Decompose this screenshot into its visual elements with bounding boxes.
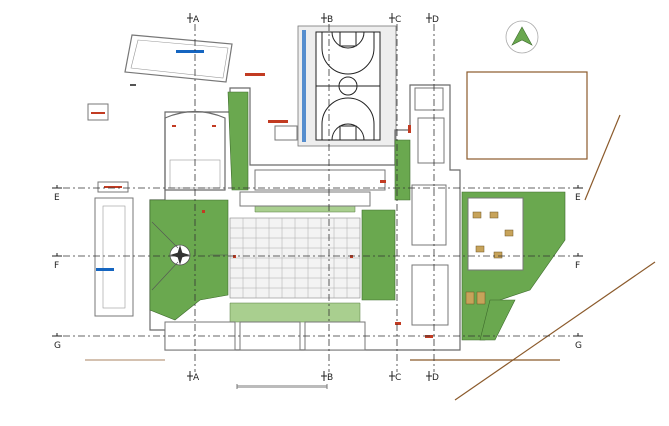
axis-markers-bottom: A B C D [187,371,439,383]
horizontal-grid-lines [63,187,572,337]
reserved-plot [466,71,588,160]
site-boundary [85,114,656,401]
axis-label-g-left: G [54,341,61,351]
east-wing [411,87,524,326]
axis-label-a-top: A [193,15,200,25]
axis-label-e-left: E [54,193,60,203]
axis-label-b-top: B [327,15,333,25]
axis-label-c-top: C [395,15,401,25]
fountain [151,221,228,291]
pool-area [94,181,134,317]
axis-markers-left: E F G [52,185,62,351]
central-plaza [229,217,361,299]
compass-rose-icon [505,20,539,54]
axis-label-g-right: G [575,341,582,351]
basketball-court [297,25,397,147]
axis-label-f-left: F [54,261,59,271]
axis-label-d-top: D [432,15,439,25]
axis-markers-top: A B C D [187,13,439,25]
axis-markers-right: E F G [573,185,583,351]
axis-label-f-right: F [575,261,580,271]
top-left-structure [87,34,265,121]
axis-label-d-bottom: D [432,373,439,383]
scale-bar [236,384,328,389]
axis-label-b-bottom: B [327,373,333,383]
markers [202,120,433,338]
axis-label-e-right: E [575,193,581,203]
axis-label-a-bottom: A [193,373,200,383]
vertical-grid-lines [194,24,435,372]
main-building [149,84,461,351]
axis-label-c-bottom: C [395,373,401,383]
